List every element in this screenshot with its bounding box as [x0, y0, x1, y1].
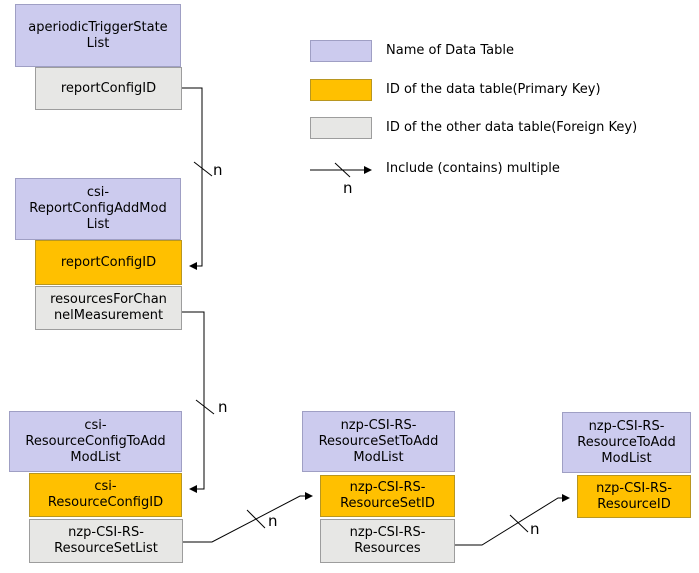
relation-4-multiplicity: n: [530, 520, 540, 538]
legend-label-name-table: Name of Data Table: [386, 43, 514, 58]
primary-key-nzp-csi-rs-resource-id: nzp-CSI-RS- ResourceID: [577, 475, 691, 518]
table-name-nzp-csi-rs-resource-set-to-add-mod-list: nzp-CSI-RS- ResourceSetToAdd ModList: [302, 411, 455, 472]
legend-multiplicity-n: n: [343, 179, 353, 197]
relation-4-line: [455, 494, 570, 546]
table-name-csi-report-config-add-mod-list: csi- ReportConfigAddMod List: [15, 178, 181, 240]
foreign-key-resources-for-channel-measurement: resourcesForChan nelMeasurement: [35, 286, 182, 330]
relation-2-line: [182, 311, 205, 493]
foreign-key-nzp-csi-rs-resources: nzp-CSI-RS- Resources: [320, 519, 455, 563]
legend-swatch-name-table: [310, 40, 372, 62]
foreign-key-nzp-csi-rs-resource-set-list: nzp-CSI-RS- ResourceSetList: [29, 519, 183, 563]
primary-key-nzp-csi-rs-resource-set-id: nzp-CSI-RS- ResourceSetID: [320, 475, 455, 517]
relation-1-tick: [193, 161, 213, 177]
relation-4-tick: [509, 514, 529, 533]
relation-1-line: [182, 87, 203, 270]
relation-3-multiplicity: n: [268, 512, 278, 530]
legend-label-foreign-key: ID of the other data table(Foreign Key): [386, 120, 638, 135]
relation-2-multiplicity: n: [218, 398, 228, 416]
primary-key-csi-resource-config-id: csi- ResourceConfigID: [29, 473, 182, 517]
legend-swatch-foreign-key: [310, 117, 372, 139]
relation-1-multiplicity: n: [213, 161, 223, 179]
table-name-csi-resource-config-to-add-mod-list: csi- ResourceConfigToAdd ModList: [9, 411, 182, 472]
legend-label-primary-key: ID of the data table(Primary Key): [386, 82, 601, 97]
legend-swatch-primary-key: [310, 79, 372, 101]
legend-arrow-tick: [334, 162, 351, 178]
legend-label-include: Include (contains) multiple: [386, 161, 560, 176]
table-name-nzp-csi-rs-resource-to-add-mod-list: nzp-CSI-RS- ResourceToAdd ModList: [562, 412, 691, 473]
primary-key-report-config-id: reportConfigID: [35, 240, 182, 285]
relation-3-tick: [246, 509, 266, 529]
relation-3-line: [183, 492, 313, 543]
foreign-key-report-config-id: reportConfigID: [35, 67, 182, 110]
relation-2-tick: [195, 399, 215, 415]
table-name-aperiodic-trigger-state-list: aperiodicTriggerState List: [15, 4, 181, 67]
